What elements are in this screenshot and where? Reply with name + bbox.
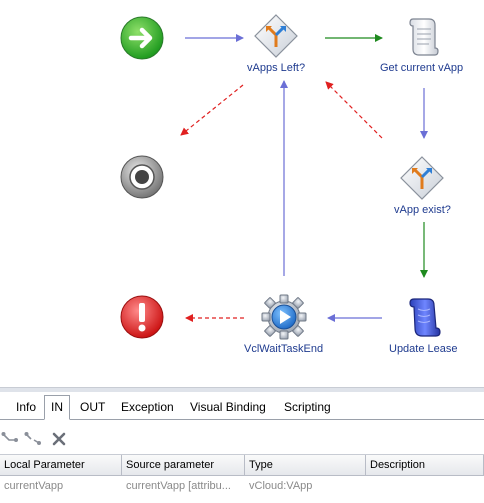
decision-vapp-exist-node[interactable]: vApp exist? (394, 155, 451, 216)
cell-source-parameter: currentVapp [attribu... (126, 480, 231, 492)
start-node[interactable] (119, 15, 165, 61)
end-node[interactable] (119, 154, 165, 200)
column-header-local-parameter[interactable]: Local Parameter (0, 455, 122, 476)
tab-out[interactable]: OUT (80, 400, 106, 414)
end-target-icon (120, 155, 164, 199)
action-wait-task-end-label: VclWaitTaskEnd (244, 343, 324, 355)
tab-info[interactable]: Info (16, 400, 37, 414)
start-arrow-icon (120, 16, 164, 60)
task-get-current-vapp-label: Get current vApp (380, 62, 464, 74)
bind-icon[interactable] (1, 430, 19, 448)
column-header-source-parameter[interactable]: Source parameter (122, 455, 245, 476)
workflow-update-lease-label: Update Lease (389, 343, 458, 355)
tab-exception[interactable]: Exception (121, 400, 174, 414)
error-exclamation-icon (120, 295, 164, 339)
column-header-type[interactable]: Type (245, 455, 366, 476)
parameters-table: Local Parameter Source parameter Type De… (0, 454, 484, 503)
decision-vapp-exist-label: vApp exist? (394, 204, 451, 216)
workflow-canvas[interactable]: vApps Left? Get current vApp (0, 0, 484, 388)
decision-vapps-left-node[interactable]: vApps Left? (247, 13, 305, 74)
workflow-connections (180, 34, 428, 322)
tab-in[interactable]: IN (44, 395, 70, 420)
cell-description (366, 477, 484, 496)
panel-divider[interactable] (0, 387, 484, 392)
action-wait-task-end-node[interactable]: VclWaitTaskEnd (244, 294, 323, 355)
cell-type: vCloud:VApp (249, 480, 313, 492)
decision-vapps-left-label: vApps Left? (247, 62, 306, 74)
workflow-element-icon (409, 298, 441, 337)
column-header-description[interactable]: Description (366, 455, 484, 476)
workflow-update-lease-node[interactable]: Update Lease (389, 294, 458, 355)
task-get-current-vapp-node[interactable]: Get current vApp (380, 13, 463, 74)
bottom-panel-tabs: Info IN OUT Exception Visual Binding Scr… (0, 393, 484, 420)
error-node[interactable] (119, 294, 165, 340)
action-gear-icon (261, 294, 307, 340)
cell-local-parameter: currentVapp (4, 480, 64, 492)
scriptable-task-icon (408, 18, 439, 56)
tab-visual-binding[interactable]: Visual Binding (190, 400, 266, 414)
unbind-icon[interactable] (24, 430, 42, 448)
connection-vapps-left-false[interactable] (180, 84, 244, 136)
delete-icon[interactable] (50, 430, 68, 448)
connection-vapp-exist-false[interactable] (325, 81, 383, 139)
tab-scripting[interactable]: Scripting (284, 400, 331, 414)
parameters-toolbar (0, 427, 484, 451)
decision-icon (400, 156, 445, 200)
decision-icon (254, 14, 298, 58)
